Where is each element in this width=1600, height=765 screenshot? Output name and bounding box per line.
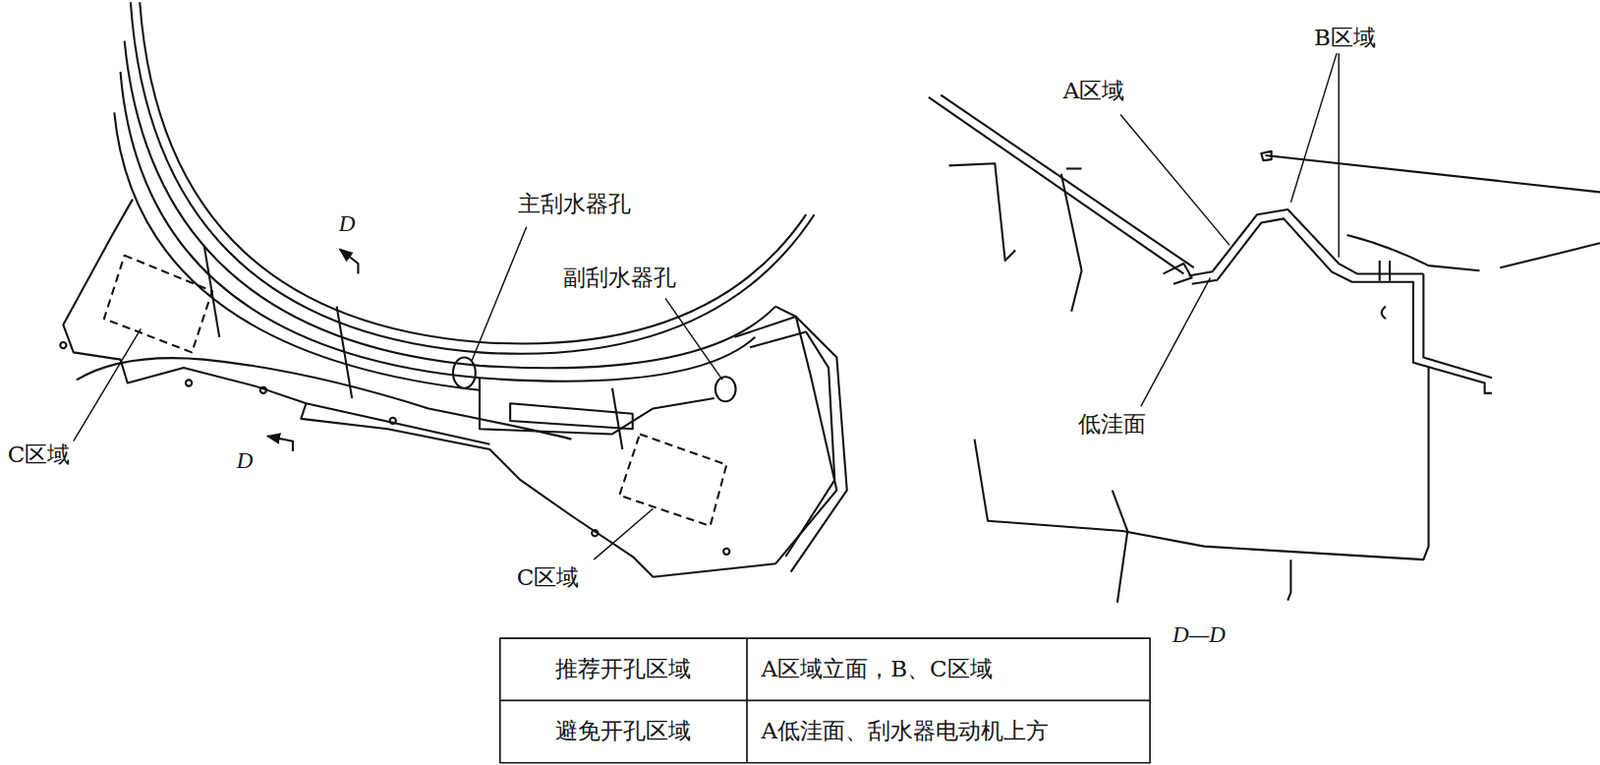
table-cell: A低洼面、刮水器电动机上方 — [761, 719, 1050, 744]
glass-edge — [130, 1, 815, 354]
region-label: C区域 — [7, 442, 71, 467]
part-label: 副刮水器孔 — [563, 266, 677, 291]
part-label: 主刮水器孔 — [517, 191, 631, 217]
hood-line — [1264, 155, 1600, 192]
section-mark: D — [339, 212, 356, 237]
windshield-section — [928, 97, 1185, 275]
region-label: A区域 — [1063, 79, 1126, 105]
region-label: C区域 — [516, 565, 580, 590]
section-mark: D — [236, 449, 254, 474]
table-frame — [500, 637, 1150, 763]
table-cell: A区域立面，B、C区域 — [761, 656, 993, 682]
surface-label: 低洼面 — [1078, 411, 1146, 437]
table-cell: 推荐开孔区域 — [555, 656, 691, 682]
cowl-panel — [62, 199, 837, 577]
table-cell: 避免开孔区域 — [555, 719, 691, 744]
section-title: D—D — [1172, 622, 1226, 647]
region-label: B区域 — [1314, 26, 1376, 52]
